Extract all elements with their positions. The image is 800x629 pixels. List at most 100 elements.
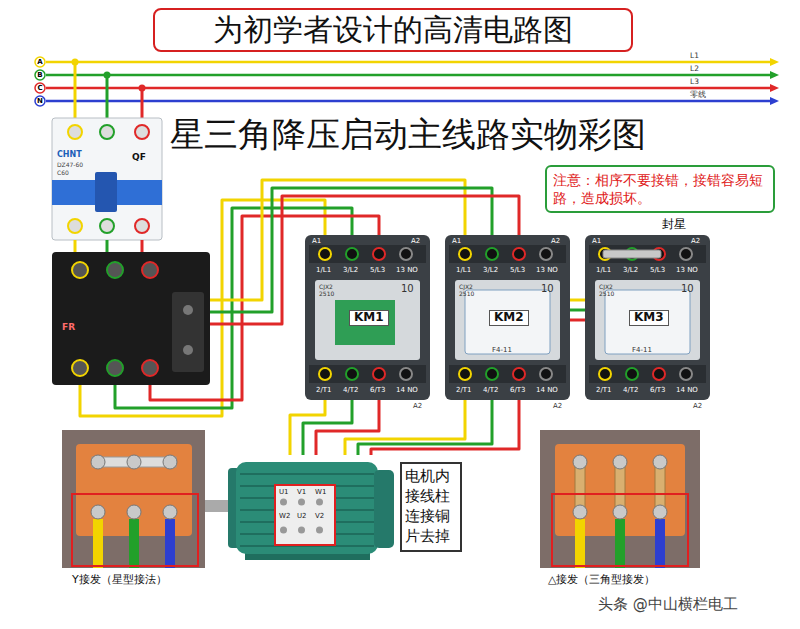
contactor: KM2	[445, 235, 570, 400]
motor: U1 V1 W1W2 U2 V2	[215, 455, 395, 560]
terminal-name: A2	[691, 237, 700, 245]
terminal-name: 1/L1	[456, 266, 471, 274]
wire	[80, 200, 325, 416]
terminal-name: 14 NO	[536, 386, 558, 394]
bus-letter: A	[36, 58, 44, 67]
terminal-panel: Y接发（星型接法）	[62, 430, 210, 592]
bus-name: L2	[690, 65, 699, 73]
bus-name: L3	[690, 78, 699, 86]
node-text: W1	[315, 488, 326, 496]
callout-box: 电机内接线柱连接铜片去掉	[400, 462, 462, 552]
terminal-name: 13 NO	[536, 266, 558, 274]
terminal-name: 4/T2	[623, 386, 639, 394]
node-text: V2	[315, 512, 324, 520]
bus-letter: B	[36, 71, 44, 80]
wire-connector	[75, 240, 142, 252]
title-box: 为初学者设计的高清电路图	[153, 8, 633, 52]
wire-connector	[210, 180, 519, 324]
terminal-name: 2/T1	[596, 386, 612, 394]
note-box: 注意：相序不要接错，接错容易短路，造成损坏。	[545, 165, 775, 213]
node-text: KM2	[489, 310, 529, 326]
module-number: F4-11	[632, 346, 652, 354]
node-text: 注意：相序不要接错，接错容易短路，造成损坏。	[553, 171, 767, 207]
title-text: 为初学者设计的高清电路图	[213, 10, 573, 51]
star-note: 封星	[662, 218, 686, 232]
node-text: CHNT	[57, 150, 82, 159]
wire	[210, 188, 492, 312]
wire	[150, 216, 379, 400]
terminal-panel: △接发（三角型接发）	[540, 430, 700, 592]
node-text: △接发（三角型接发）	[548, 574, 655, 587]
node-text: U1	[279, 488, 289, 496]
model-number: 10	[541, 283, 554, 295]
model-number: CJX2 2510	[599, 284, 623, 297]
terminal-name: 1/L1	[596, 266, 611, 274]
terminal-name: 1/L1	[316, 266, 331, 274]
model-number: 10	[681, 283, 694, 295]
terminal-name: A1	[592, 237, 601, 245]
wire	[141, 240, 144, 252]
wire	[74, 240, 77, 252]
node-text: QF	[132, 152, 146, 162]
node-text: C60	[57, 170, 69, 177]
bus-letter: N	[36, 97, 44, 106]
node-text: U2	[297, 512, 307, 520]
terminal-name: A2	[553, 402, 562, 410]
terminal-name: 13 NO	[396, 266, 418, 274]
bus-letter: C	[36, 84, 44, 93]
wire	[115, 208, 352, 408]
terminal-name: 2/T1	[456, 386, 472, 394]
terminal-name: 13 NO	[676, 266, 698, 274]
terminal-name: 2/T1	[316, 386, 332, 394]
bus-name: 零线	[690, 91, 706, 99]
terminal-name: A2	[413, 402, 422, 410]
wire-connector	[290, 400, 379, 455]
wire-connector	[570, 300, 585, 320]
terminal-name: A1	[312, 237, 321, 245]
terminal-name: 6/T3	[370, 386, 386, 394]
node-text: DZ47-60	[57, 162, 83, 169]
terminal-name: 14 NO	[396, 386, 418, 394]
wire	[371, 400, 519, 455]
node-text: W2	[279, 512, 290, 520]
terminal-name: A2	[551, 237, 560, 245]
wire	[106, 240, 109, 252]
model-number: 10	[401, 283, 414, 295]
watermark: 头条 @中山横栏电工	[598, 596, 738, 613]
wire	[210, 180, 465, 300]
terminal-name: 4/T2	[343, 386, 359, 394]
terminal-name: 5/L3	[510, 266, 525, 274]
terminal-name: A2	[411, 237, 420, 245]
node-text: KM3	[629, 310, 669, 326]
node-text: FR	[62, 322, 75, 332]
terminal-name: 5/L3	[370, 266, 385, 274]
bus-name: L1	[690, 52, 699, 60]
wire	[358, 400, 492, 455]
node-text: KM1	[349, 310, 389, 326]
terminal-name: A1	[452, 237, 461, 245]
terminal-name: 4/T2	[483, 386, 499, 394]
wire-connector	[345, 400, 519, 455]
model-number: CJX2 2510	[319, 284, 343, 297]
terminal-name: A2	[693, 402, 702, 410]
wire	[345, 400, 465, 455]
terminal-name: 3/L2	[623, 266, 638, 274]
node-text: Y接发（星型接法）	[72, 574, 167, 587]
circuit-breaker: CHNT DZ47-60C60 QF	[52, 118, 162, 240]
model-number: CJX2 2510	[459, 284, 483, 297]
thermal-relay: FR	[52, 252, 210, 385]
wire	[316, 400, 379, 455]
module-number: F4-11	[492, 346, 512, 354]
terminal-name: 6/T3	[650, 386, 666, 394]
contactor: KM3	[585, 235, 710, 400]
wire	[570, 309, 585, 312]
terminal-name: 14 NO	[676, 386, 698, 394]
node-text: V1	[297, 488, 306, 496]
wire-connector	[80, 200, 379, 416]
node-text: 电机内接线柱连接铜片去掉	[405, 467, 457, 547]
wire	[290, 400, 325, 455]
heading: 星三角降压启动主线路实物彩图	[170, 116, 646, 153]
terminal-name: 6/T3	[510, 386, 526, 394]
contactor: KM1	[305, 235, 430, 400]
